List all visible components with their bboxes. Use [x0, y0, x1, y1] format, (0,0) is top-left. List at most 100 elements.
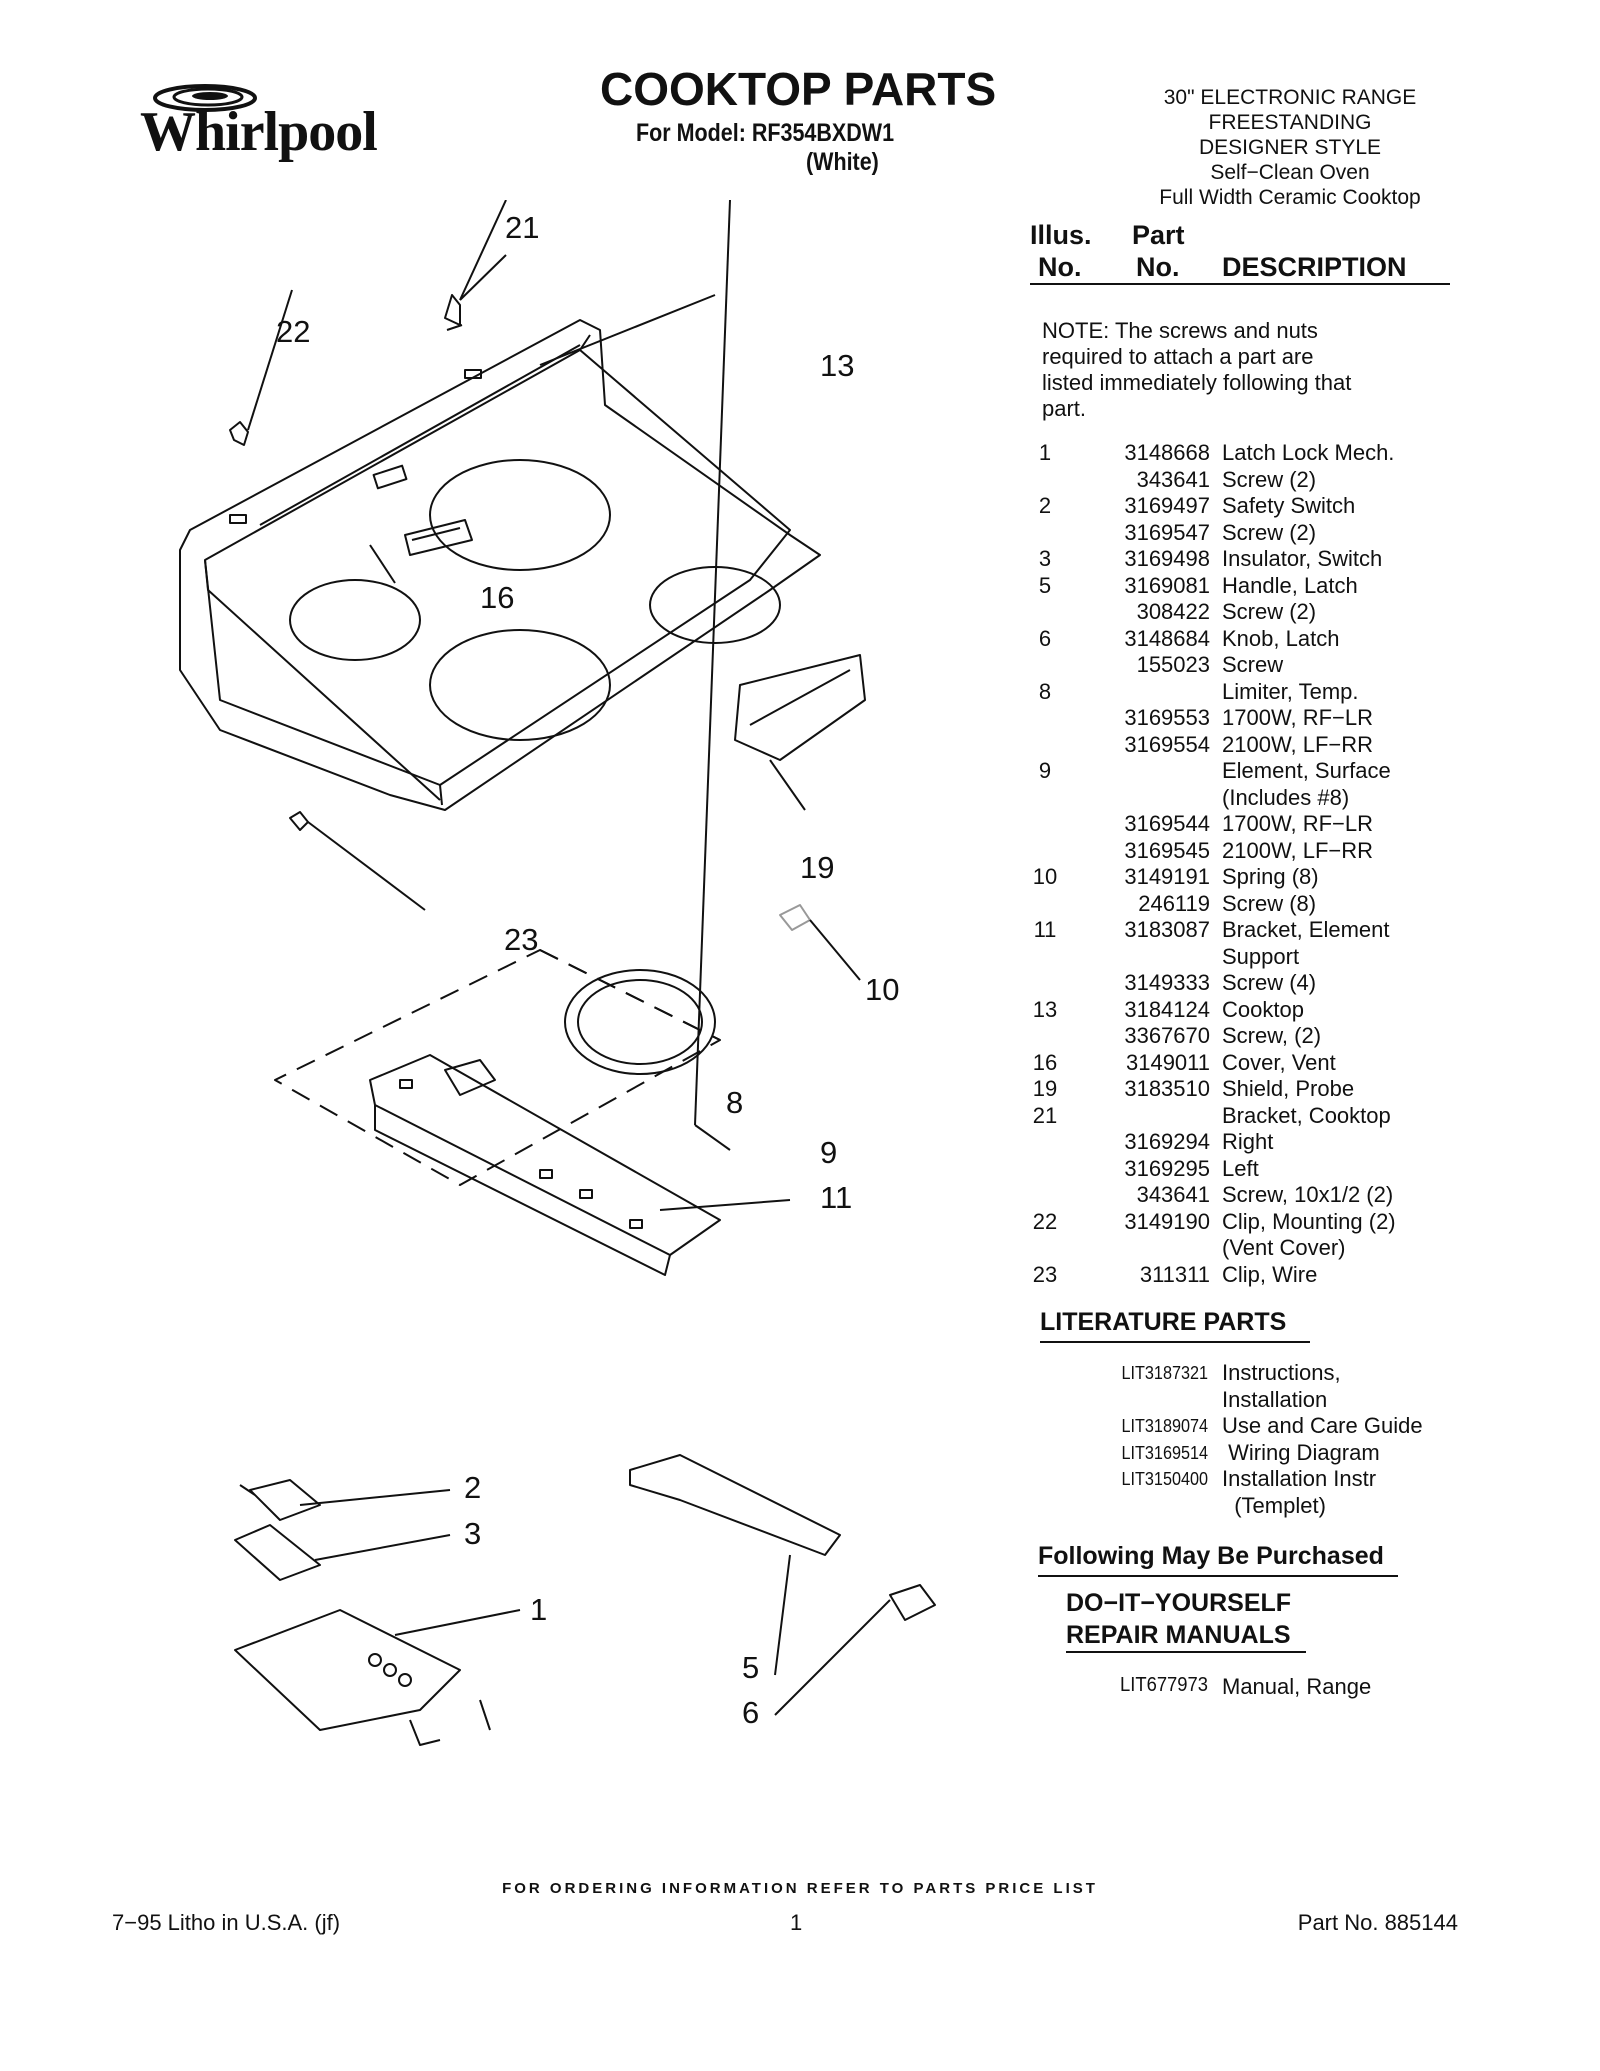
literature-row: (Templet)	[1030, 1493, 1490, 1520]
part-number: 246119	[1138, 890, 1210, 916]
table-row: 246119 Screw (8)	[1030, 891, 1490, 918]
part-description: 1700W, RF−LR	[1222, 705, 1374, 730]
literature-row: Installation	[1030, 1387, 1490, 1414]
table-row: (Includes #8)	[1030, 785, 1490, 812]
clip-part-22	[229, 421, 249, 446]
header-illus: Illus.	[1030, 220, 1092, 250]
illus-number: 2	[1038, 493, 1052, 518]
part-number: 3169545	[1124, 837, 1210, 863]
vent-cover-part-16	[404, 519, 473, 556]
callout-5: 5	[742, 1650, 760, 1685]
surface-element-part-9	[564, 969, 716, 1075]
part-number: 3149190	[1124, 1208, 1210, 1234]
table-row: 308422 Screw (2)	[1030, 599, 1490, 626]
header-divider	[1030, 283, 1450, 285]
part-number: 3183510	[1124, 1076, 1210, 1101]
illus-number: 5	[1038, 572, 1052, 598]
surface-element-box	[274, 949, 721, 1186]
part-number: 3169554	[1124, 731, 1210, 757]
header-part-no: No.	[1136, 252, 1180, 282]
part-description: Clip, Wire	[1222, 1261, 1318, 1287]
callout-10: 10	[865, 972, 900, 1007]
part-description: Shield, Probe	[1222, 1076, 1355, 1101]
part-description: Left	[1222, 1155, 1259, 1181]
table-row: (Vent Cover)	[1030, 1235, 1490, 1262]
model-color: (White)	[806, 148, 879, 176]
illus-number: 23	[1032, 1261, 1058, 1287]
spring-part-10	[779, 904, 811, 931]
part-description: Latch Lock Mech.	[1222, 440, 1395, 465]
safety-switch-part-2	[239, 1479, 321, 1521]
part-description: 1700W, RF−LR	[1222, 811, 1374, 836]
part-description: Cooktop	[1222, 996, 1304, 1022]
part-number: 3183087	[1124, 917, 1210, 942]
literature-part-number: LIT3187321	[1121, 1363, 1208, 1383]
illus-number: 10	[1032, 864, 1058, 889]
part-number: 3367670	[1124, 1023, 1210, 1048]
limiter-part-8	[444, 1059, 496, 1096]
callout-2: 2	[464, 1470, 482, 1505]
cooktop-part-13	[179, 319, 821, 811]
part-description: Screw (8)	[1222, 890, 1317, 916]
diy-line-1: DO−IT−YOURSELF	[1066, 1589, 1292, 1617]
part-description: Screw	[1222, 652, 1284, 677]
footer-litho: 7−95 Litho in U.S.A. (jf)	[112, 1910, 341, 1935]
ordering-note: FOR ORDERING INFORMATION REFER TO PARTS …	[502, 1880, 1098, 1897]
part-number: 308422	[1136, 599, 1210, 624]
latch-handle-part-5	[629, 1454, 841, 1556]
whirlpool-logo: Whirlpool	[140, 78, 385, 188]
callout-21: 21	[505, 210, 540, 245]
part-description: (Vent Cover)	[1222, 1235, 1346, 1260]
latch-knob-part-6	[889, 1584, 936, 1621]
part-number: 3169081	[1124, 572, 1210, 598]
exploded-parts-diagram: 21 22 13 16 19 23 10 8 9 11 2 3 1 5 6	[160, 200, 1060, 1800]
spec-line: Self−Clean Oven	[1210, 161, 1370, 184]
part-description: Handle, Latch	[1222, 572, 1358, 598]
literature-title: LITERATURE PARTS	[1040, 1308, 1287, 1336]
literature-description: Instructions,	[1222, 1360, 1341, 1385]
literature-row: LIT3187321 Instructions,	[1030, 1360, 1490, 1387]
part-number: 3148684	[1124, 625, 1210, 651]
spec-line: FREESTANDING	[1208, 111, 1372, 134]
illus-number: 22	[1032, 1208, 1058, 1234]
part-description: (Includes #8)	[1222, 784, 1350, 810]
callout-1: 1	[530, 1592, 548, 1627]
literature-description: Installation	[1222, 1386, 1328, 1412]
part-number: 343641	[1136, 466, 1210, 492]
probe-shield-part-19	[734, 654, 866, 761]
part-description: Screw (2)	[1222, 519, 1317, 545]
literature-row: LIT3169514 Wiring Diagram	[1030, 1440, 1490, 1467]
diy-divider	[1066, 1651, 1306, 1653]
part-description: Knob, Latch	[1222, 625, 1340, 651]
purchase-divider	[1038, 1575, 1398, 1577]
part-description: Spring (8)	[1222, 864, 1319, 889]
part-number: 3149011	[1125, 1049, 1210, 1075]
literature-divider	[1040, 1341, 1310, 1343]
part-number: 3148668	[1124, 440, 1210, 465]
header-part: Part	[1132, 220, 1185, 250]
part-description: Bracket, Element	[1222, 917, 1390, 942]
illus-number: 9	[1038, 758, 1052, 783]
part-description: Insulator, Switch	[1222, 546, 1383, 571]
screw-note: NOTE: The screws and nuts required to at…	[1042, 318, 1352, 421]
table-row: Support	[1030, 944, 1490, 971]
part-description: Clip, Mounting (2)	[1222, 1208, 1396, 1234]
part-description: Screw (2)	[1222, 599, 1317, 624]
brand-wordmark: Whirlpool	[140, 101, 378, 163]
illus-number: 21	[1032, 1102, 1058, 1128]
